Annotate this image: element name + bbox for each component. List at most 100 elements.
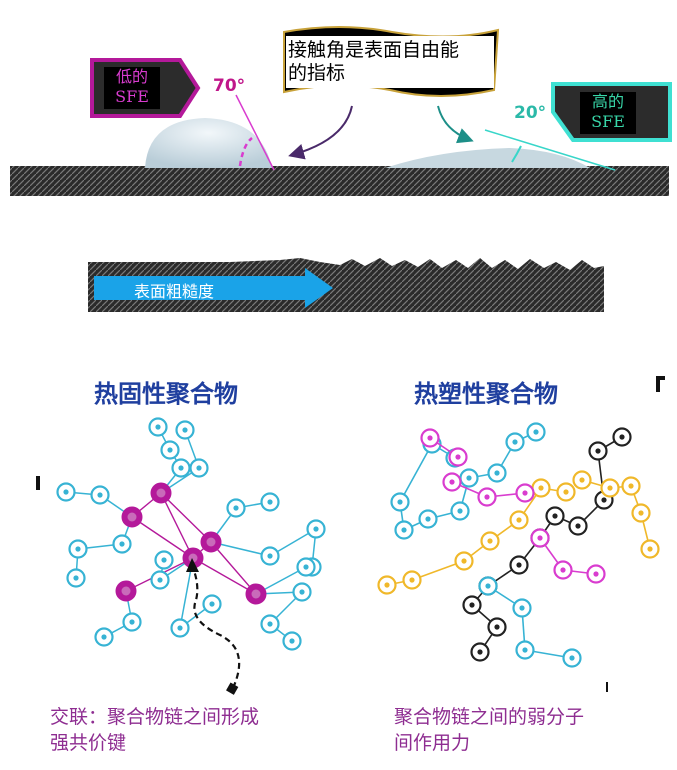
callout-text: 接触角是表面自由能 的指标	[288, 39, 494, 85]
thermoplastic-title: 热塑性聚合物	[414, 380, 558, 408]
thermoplastic-bead	[418, 509, 438, 529]
bond	[131, 516, 194, 559]
thermoplastic-bead	[600, 478, 620, 498]
low-sfe-line-2: SFE	[115, 87, 149, 106]
thermoplastic-bead	[586, 564, 606, 584]
thermoplastic-bead	[377, 575, 397, 595]
thermoplastic-bead	[448, 447, 468, 467]
thermoplastic-bead	[512, 598, 532, 618]
thermoplastic-bead	[478, 576, 498, 596]
crosslink-node	[200, 531, 222, 553]
thermoset-bead	[260, 546, 280, 566]
callout-line-1: 接触角是表面自由能	[288, 39, 460, 61]
thermoset-bead	[56, 482, 76, 502]
bond	[160, 492, 194, 559]
callout-arrow-left	[288, 105, 353, 160]
callout-arrow-right	[437, 105, 474, 144]
thermoplastic-bead	[420, 428, 440, 448]
thermoplastic-bead	[477, 487, 497, 507]
thermoplastic-bead	[487, 463, 507, 483]
thermoset-bead	[175, 420, 195, 440]
angle-arc-70	[238, 137, 253, 167]
thermoplastic-bead	[480, 531, 500, 551]
thermoplastic-bead	[572, 470, 592, 490]
thermoset-bead	[68, 539, 88, 559]
thermoplastic-bead	[515, 640, 535, 660]
thermoset-bead	[160, 440, 180, 460]
surface-strip	[10, 166, 669, 196]
thermoplastic-bead	[526, 422, 546, 442]
thermoplastic-network	[377, 422, 660, 668]
thermoset-bead	[90, 485, 110, 505]
angle-label-low: 70°	[213, 76, 246, 96]
droplet-high-sfe	[385, 148, 590, 168]
thermoset-bead	[292, 582, 312, 602]
thermoset-caption-line-2: 强共价键	[50, 732, 127, 754]
thermoplastic-bead	[442, 472, 462, 492]
thermoplastic-bead	[562, 648, 582, 668]
thermoplastic-bead	[390, 492, 410, 512]
thermoplastic-bead	[509, 510, 529, 530]
thermoset-bead	[296, 557, 316, 577]
thermoset-bead	[282, 631, 302, 651]
droplet-low-sfe	[145, 118, 272, 168]
thermoset-network	[56, 417, 326, 651]
thermoset-bead	[189, 458, 209, 478]
crosslink-node	[115, 580, 137, 602]
thermoplastic-bead	[394, 520, 414, 540]
thermoset-bead	[202, 594, 222, 614]
low-sfe-label: 低的 SFE	[104, 67, 160, 107]
thermoplastic-bead	[454, 551, 474, 571]
thermoplastic-bead	[556, 482, 576, 502]
bond	[160, 492, 212, 543]
crosslink-pointer	[190, 564, 241, 689]
thermoset-bead	[306, 519, 326, 539]
thermoset-bead	[154, 550, 174, 570]
thermoplastic-bead	[531, 478, 551, 498]
thermoplastic-caption: 聚合物链之间的弱分子 间作用力	[394, 704, 664, 756]
bond	[192, 557, 257, 595]
crosslink-node	[150, 482, 172, 504]
thermoset-bead	[112, 534, 132, 554]
thermoset-bead	[148, 417, 168, 437]
thermoset-title: 热固性聚合物	[94, 380, 238, 408]
thermoplastic-bead	[402, 570, 422, 590]
thermoplastic-bead	[588, 441, 608, 461]
thermoset-bead	[226, 498, 246, 518]
low-sfe-line-1: 低的	[115, 67, 148, 86]
thermoplastic-caption-line-1: 聚合物链之间的弱分子	[394, 706, 585, 728]
stray-mark	[656, 376, 660, 392]
thermoset-bead	[171, 458, 191, 478]
thermoplastic-bead	[530, 528, 550, 548]
thermoplastic-bead	[612, 427, 632, 447]
thermoset-bead	[260, 492, 280, 512]
crosslink-node	[121, 506, 143, 528]
high-sfe-line-2: SFE	[591, 112, 625, 131]
high-sfe-line-1: 高的	[591, 92, 624, 111]
stray-mark-left	[36, 476, 40, 490]
thermoset-caption: 交联：聚合物链之间形成 强共价键	[50, 704, 350, 756]
thermoset-bead	[170, 618, 190, 638]
tangent-line-20	[484, 129, 616, 171]
thermoplastic-bead	[462, 595, 482, 615]
thermoplastic-bead	[553, 560, 573, 580]
tangent-line-70	[235, 94, 275, 171]
angle-arc-20	[511, 145, 522, 163]
crosslink-node	[245, 583, 267, 605]
roughness-label: 表面粗糙度	[134, 282, 215, 301]
thermoset-bead	[150, 570, 170, 590]
thermoplastic-caption-line-2: 间作用力	[394, 732, 471, 754]
bond	[210, 541, 257, 595]
thermoset-bead	[260, 614, 280, 634]
angle-label-high: 20°	[514, 103, 547, 123]
thermoset-bead	[66, 568, 86, 588]
thermoplastic-bead	[450, 501, 470, 521]
bond	[399, 443, 433, 503]
roughness-arrow	[94, 268, 333, 308]
thermoplastic-bead	[459, 468, 479, 488]
thermoset-bead	[94, 627, 114, 647]
thermoplastic-bead	[545, 506, 565, 526]
high-sfe-label: 高的 SFE	[580, 92, 636, 132]
thermoplastic-bead	[470, 642, 490, 662]
